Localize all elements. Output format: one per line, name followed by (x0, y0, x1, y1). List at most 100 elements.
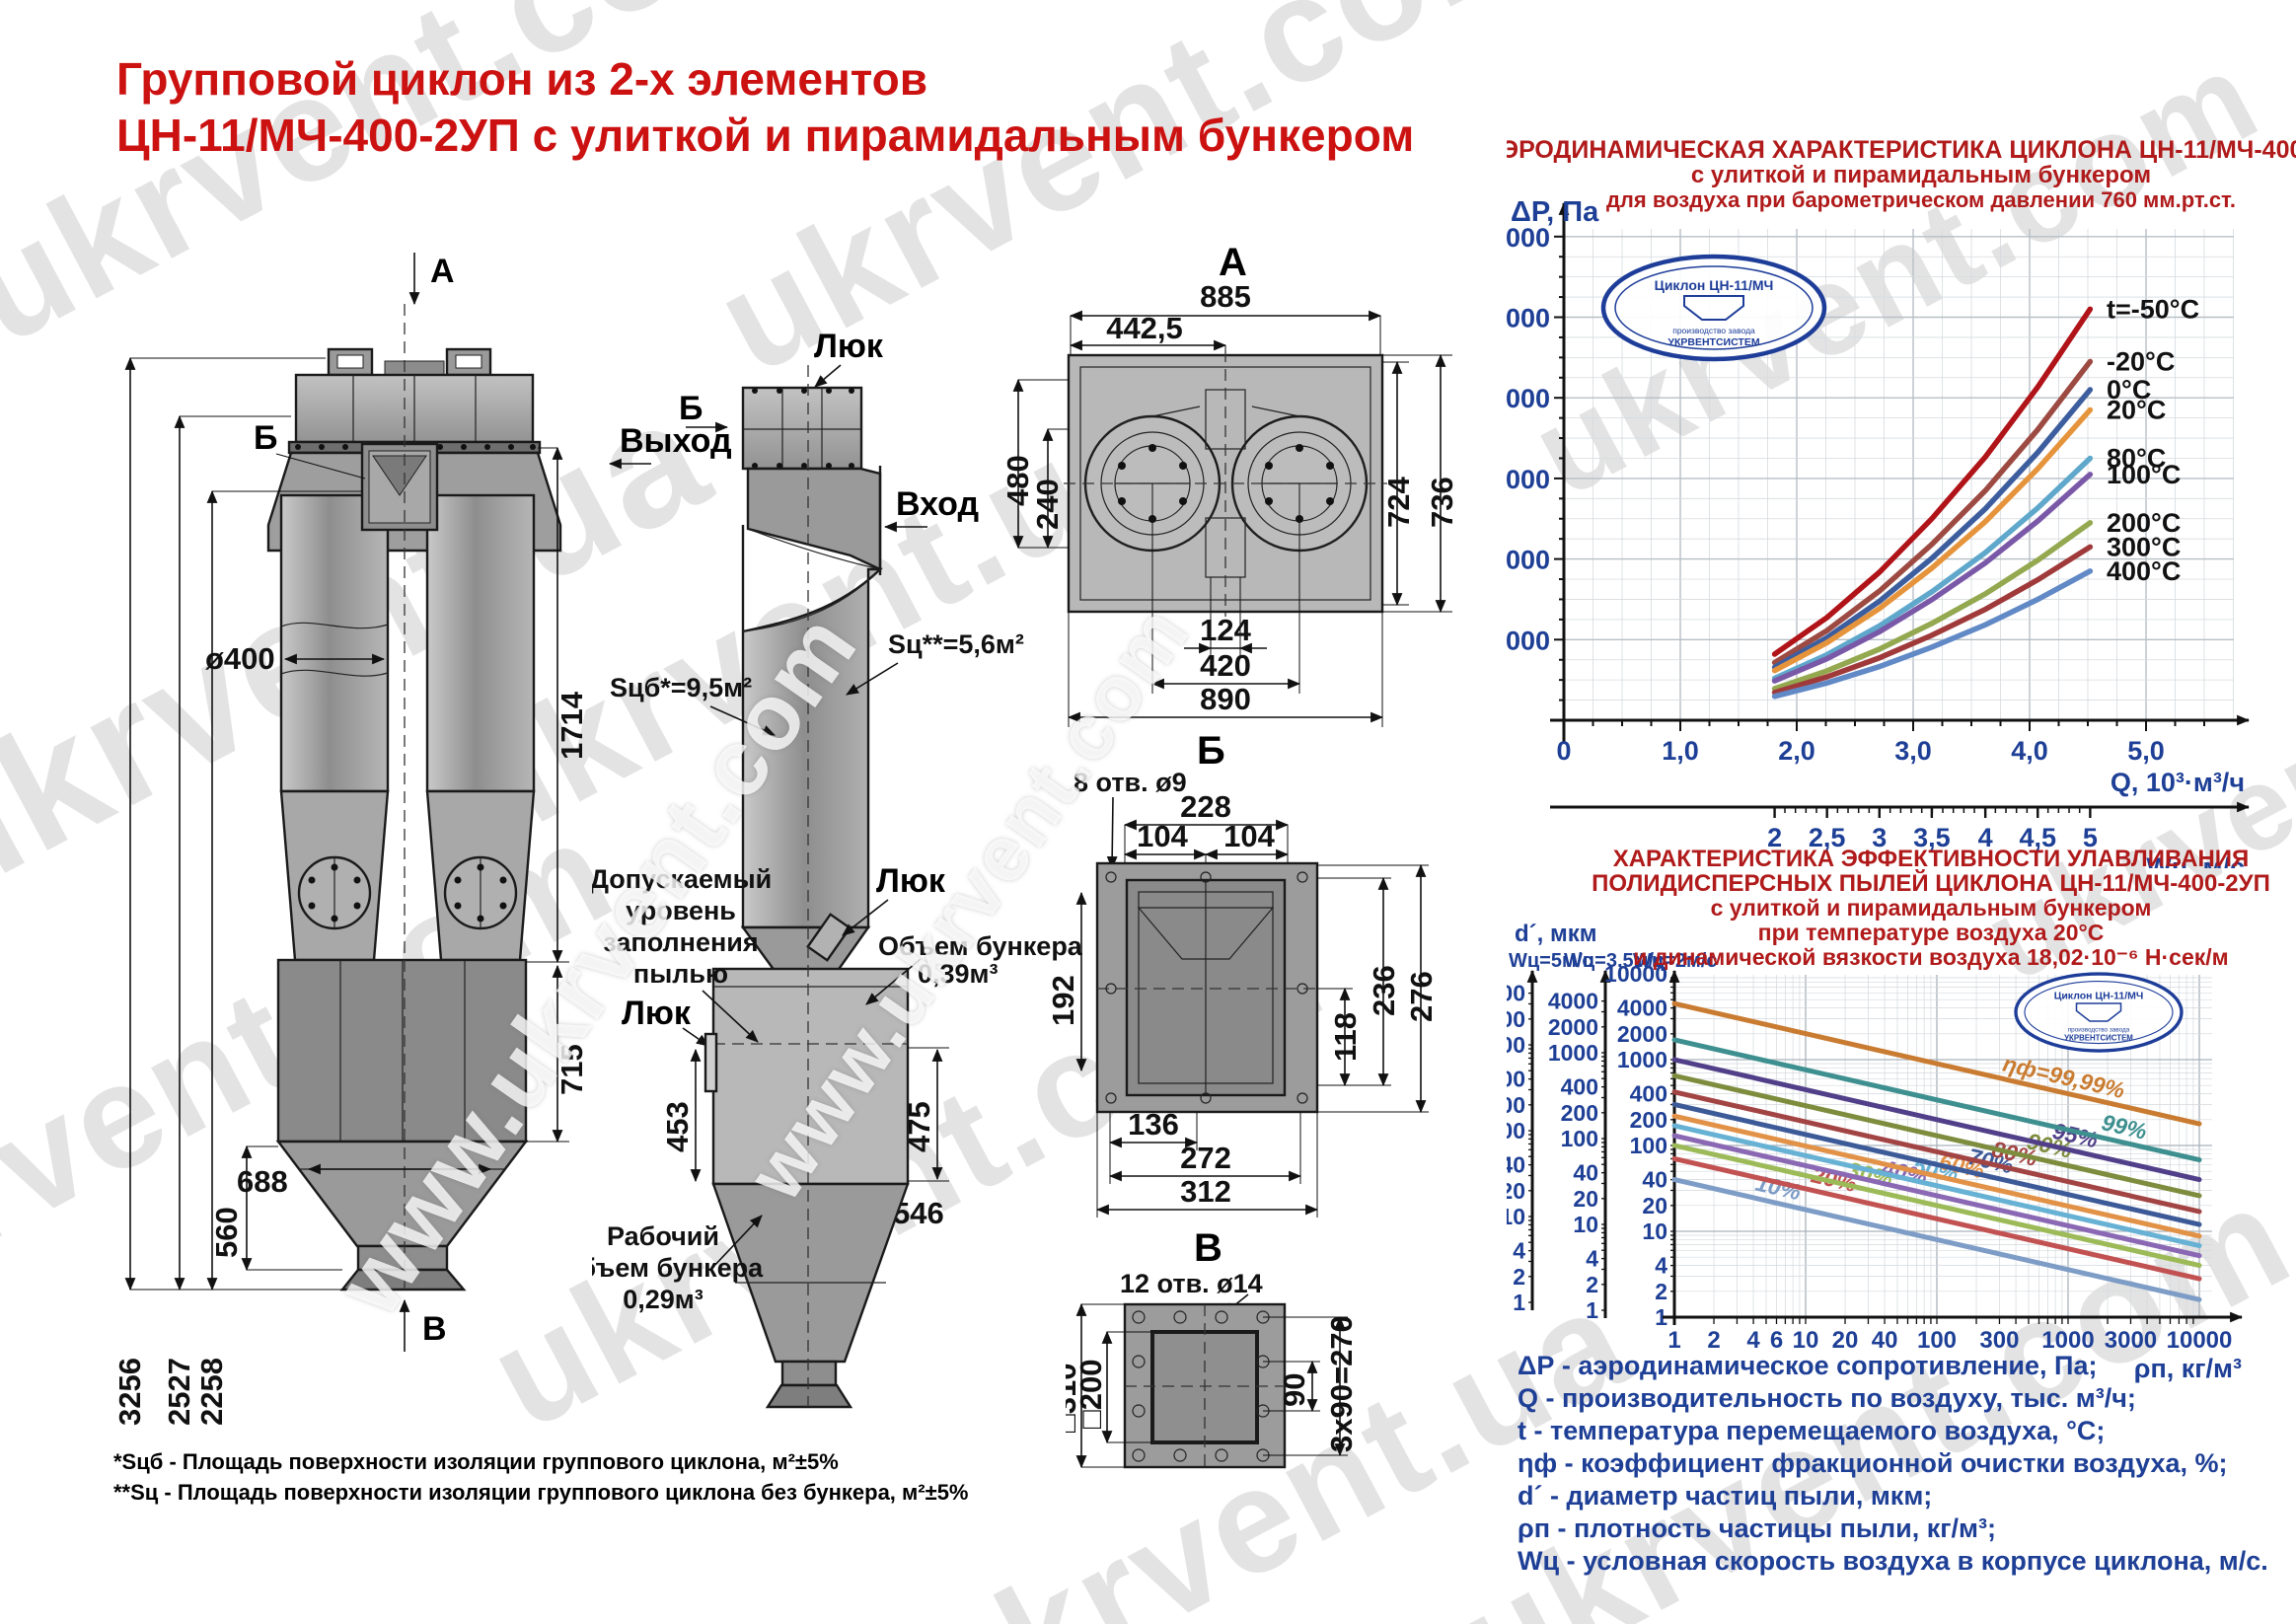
leader (814, 364, 842, 388)
eff-series (1671, 1000, 2202, 1127)
svg-text:6000: 6000 (1507, 223, 1550, 253)
aero-series (1771, 406, 2094, 674)
eff-title-line: ПОЛИДИСПЕРСНЫХ ПЫЛЕЙ ЦИКЛОНА ЦН-11/МЧ-40… (1592, 869, 2270, 897)
svg-text:100: 100 (1561, 1126, 1598, 1151)
outlet-skirt-side (765, 1383, 853, 1409)
svg-text:d´, мкм: d´, мкм (1515, 921, 1597, 947)
svg-text:Wц=5м/с: Wц=5м/с (1509, 950, 1592, 972)
svg-text:1: 1 (1513, 1290, 1525, 1315)
svg-text:ρп, кг/м³: ρп, кг/м³ (2134, 1354, 2242, 1383)
svg-text:100: 100 (1917, 1327, 1957, 1354)
aero-series-label: 100°C (2107, 460, 2181, 489)
legend-line: ΔР - аэродинамическое сопротивление, Па; (1518, 1351, 2098, 1380)
dim-90: 90 (1277, 1373, 1311, 1407)
eff-series (1671, 1037, 2202, 1163)
dim-715: 715 (555, 1044, 589, 1095)
dim-136: 136 (1128, 1107, 1179, 1142)
svg-text:100: 100 (1630, 1133, 1667, 1158)
svg-text:10: 10 (1642, 1218, 1667, 1244)
leader (275, 453, 366, 480)
aero-series (1771, 520, 2094, 692)
svg-text:4: 4 (1586, 1246, 1598, 1272)
svg-text:2: 2 (1767, 823, 1782, 852)
scroll-volute (746, 467, 882, 571)
dim-420: 420 (1200, 648, 1251, 683)
svg-text:производство завода: производство завода (1672, 326, 1755, 335)
section-b-drawing: Б 8 отв. ø9 228 104 104 192 118 236 276 (1046, 730, 1439, 1218)
title-line-2: ЦН-11/МЧ-400-2УП с улиткой и пирамидальн… (116, 110, 1415, 161)
eff-series (1671, 1123, 2202, 1249)
svg-text:4000: 4000 (1507, 981, 1525, 1006)
footnotes: *Sцб - Площадь поверхности изоляции груп… (113, 1446, 969, 1508)
s-insulation-label: Sцб*=9,5м² (610, 673, 752, 702)
eff-title-line: при температуре воздуха 20°С (1758, 920, 2105, 945)
svg-text:ΔР, Па: ΔР, Па (1511, 196, 1599, 228)
cone-flange-left (297, 855, 372, 930)
aero-series-label: t=-50°C (2107, 294, 2199, 324)
svg-text:0,29м³: 0,29м³ (623, 1285, 704, 1314)
svg-text:10000: 10000 (1604, 961, 1667, 987)
svg-text:2,5: 2,5 (1809, 823, 1846, 852)
svg-text:1: 1 (1667, 1327, 1680, 1354)
dim-2258: 2258 (194, 1358, 229, 1426)
svg-text:Рабочий: Рабочий (607, 1221, 719, 1251)
svg-text:200: 200 (1507, 1092, 1525, 1118)
dim-192: 192 (1046, 975, 1080, 1026)
eff-series (1671, 1089, 2202, 1215)
svg-text:10: 10 (1793, 1327, 1819, 1354)
top-hatch (384, 360, 445, 377)
hatch-top-label: Люк (814, 328, 884, 365)
svg-text:4: 4 (1655, 1253, 1667, 1279)
legend-line: Q - производительность по воздуху, тыс. … (1518, 1383, 2136, 1413)
svg-text:4,5: 4,5 (2019, 823, 2056, 852)
svg-text:40: 40 (1573, 1160, 1598, 1186)
aero-title-line: для воздуха при барометрическом давлении… (1606, 187, 2236, 212)
dim-104l: 104 (1137, 819, 1188, 853)
svg-text:400: 400 (1507, 1067, 1525, 1092)
outlet-label: Выход (620, 422, 732, 460)
working-volume-note: Рабочий объем бункера 0,29м³ (592, 1221, 764, 1314)
outlet-neck-side (780, 1360, 838, 1387)
eff-series (1671, 1155, 2202, 1282)
svg-text:3,0: 3,0 (1894, 736, 1932, 766)
aero-series (1771, 306, 2094, 657)
dim-310: □310 (1066, 1364, 1082, 1433)
front-view-drawing: А Б ø400 (112, 253, 589, 1426)
inlet-funnel (372, 455, 427, 496)
chart-legend-notes: ΔР - аэродинамическое сопротивление, Па;… (1518, 1350, 2268, 1578)
dust-level-note: Допускаемый уровень заполнения пылью (592, 864, 772, 989)
legend-line: ρп - плотность частицы пыли, кг/м³; (1518, 1513, 1996, 1543)
svg-text:УКРВЕНТСИСТЕМ: УКРВЕНТСИСТЕМ (2064, 1034, 2133, 1043)
svg-text:3000: 3000 (1507, 465, 1550, 494)
svg-text:4,0: 4,0 (2011, 736, 2048, 766)
eff-title-line: и динамической вязкости воздуха 18,02·10… (1633, 944, 2228, 970)
svg-text:Wц, м/с: Wц, м/с (2146, 852, 2245, 868)
flange-bolts (752, 388, 854, 469)
pyramid-side (711, 1182, 910, 1364)
dim-270: 3x90=270 (1324, 1315, 1359, 1452)
eff-title-line: с улиткой и пирамидальным бункером (1711, 895, 2152, 921)
svg-text:20: 20 (1832, 1327, 1859, 1354)
aero-title-line: АЭРОДИНАМИЧЕСКАЯ ХАРАКТЕРИСТИКА ЦИКЛОНА … (1507, 138, 2296, 164)
eff-title-line: ХАРАКТЕРИСТИКА ЭФФЕКТИВНОСТИ УЛАВЛИВАНИЯ (1613, 847, 2250, 872)
svg-text:2: 2 (1586, 1272, 1598, 1297)
svg-text:400: 400 (1630, 1081, 1667, 1107)
svg-text:20: 20 (1642, 1193, 1667, 1218)
bolt-holes-b (1105, 871, 1308, 1104)
aero-series (1771, 387, 2094, 671)
svg-text:2: 2 (1655, 1279, 1667, 1304)
view-v-label: В (422, 1310, 447, 1348)
footnote-1: *Sцб - Площадь поверхности изоляции груп… (113, 1449, 839, 1474)
section-b-label: Б (254, 419, 277, 457)
hatch-left-label: Люк (622, 995, 692, 1032)
aero-series (1771, 472, 2094, 684)
dim-1714: 1714 (555, 691, 589, 760)
holes-8-label: 8 отв. ø9 (1074, 768, 1187, 797)
svg-text:5,0: 5,0 (2127, 736, 2165, 766)
aero-series (1771, 455, 2094, 682)
dim-276: 276 (1404, 971, 1439, 1022)
svg-text:1000: 1000 (1507, 626, 1550, 655)
dim-124: 124 (1200, 613, 1251, 647)
dim-885: 885 (1200, 279, 1251, 314)
aero-series-label: 80°C (2107, 443, 2166, 473)
